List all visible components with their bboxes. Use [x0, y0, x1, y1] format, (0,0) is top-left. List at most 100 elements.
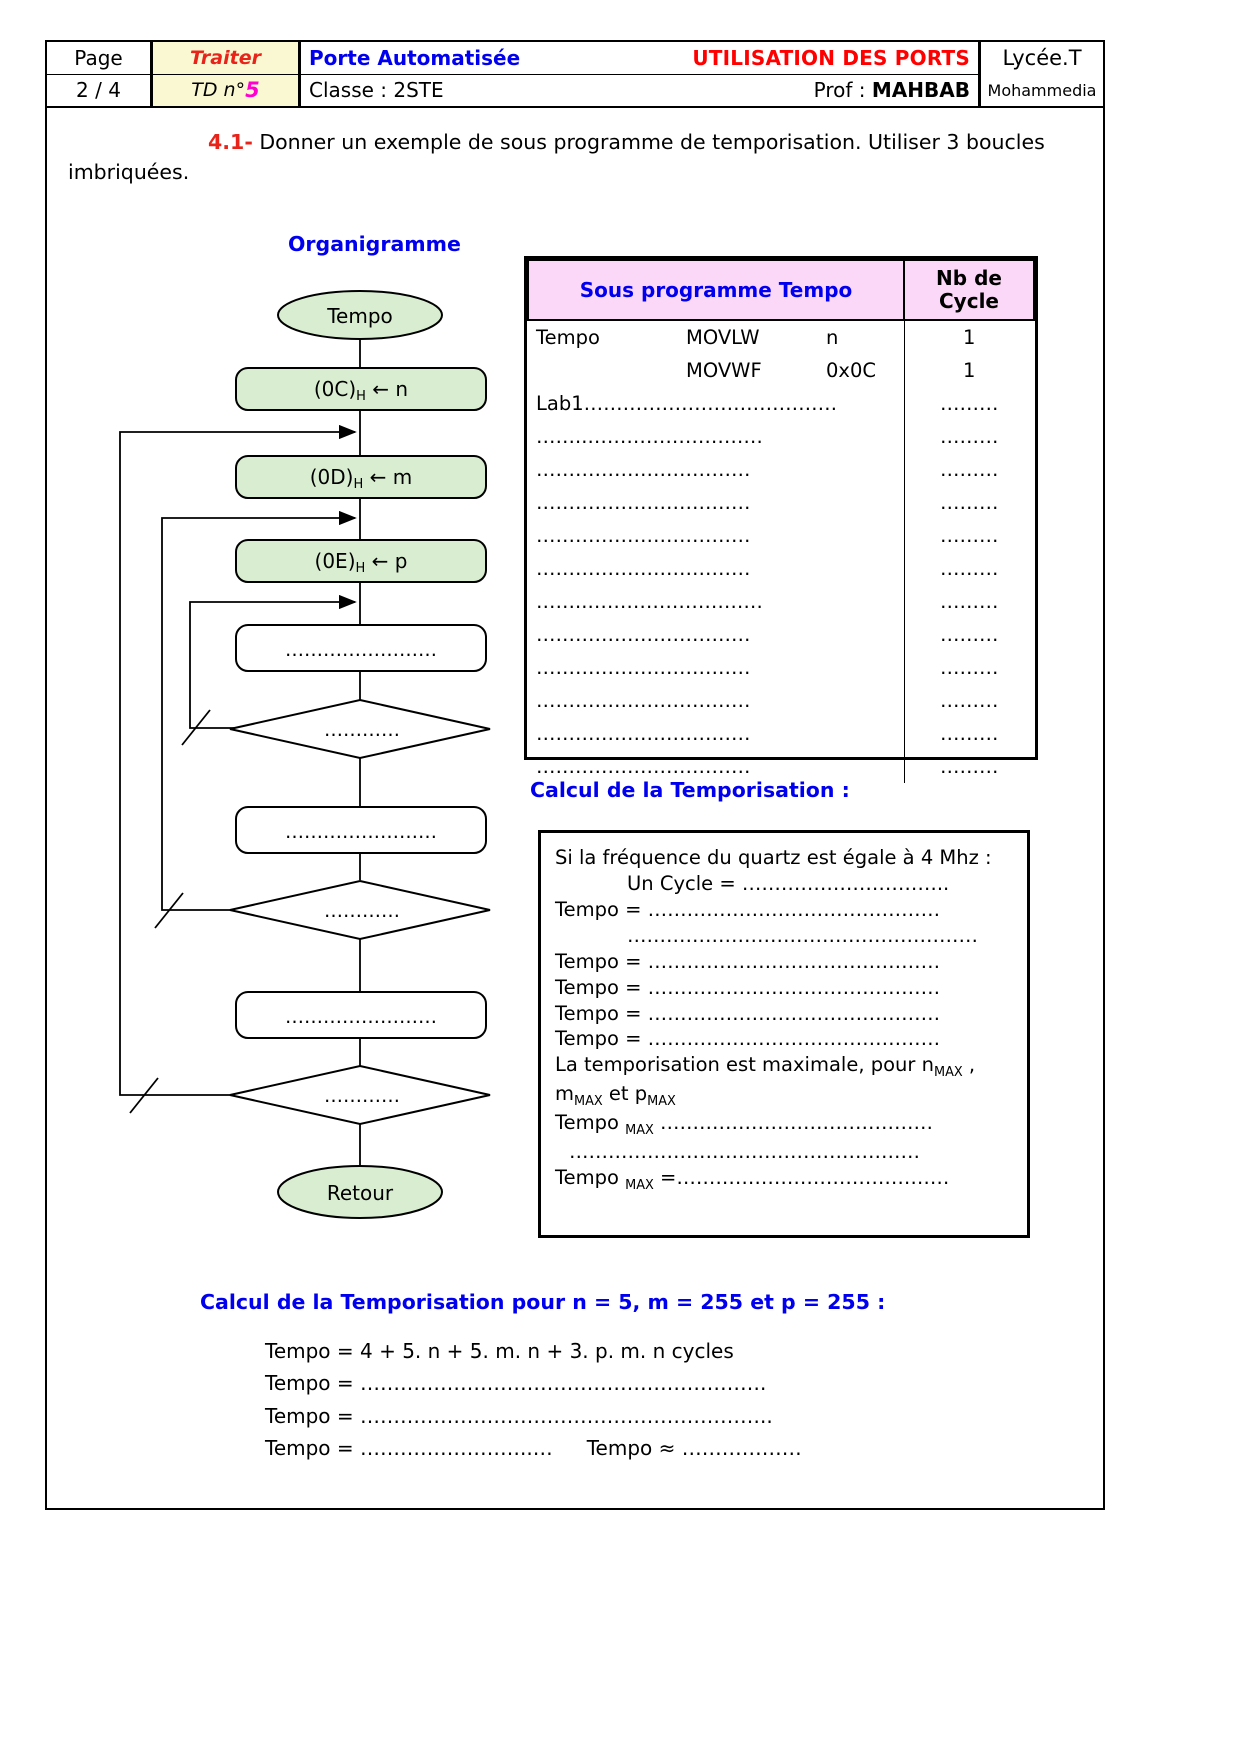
table-row: ……..……………………… ………	[528, 420, 1034, 453]
bottom-line-3: Tempo = ……………………………………………………..	[265, 1403, 773, 1428]
calc-line-max-b: mMAX et pMAX	[555, 1081, 1017, 1110]
td-number-label: TD n°5	[153, 75, 298, 107]
school-name: Lycée.T	[1002, 46, 1082, 70]
table-row: …………………………… ………	[528, 453, 1034, 486]
row-cycles: ………	[940, 392, 999, 415]
row-code: MOVWF 0x0C	[528, 354, 905, 387]
tempomax-2-pre: Tempo	[555, 1166, 626, 1190]
table-body: Tempo MOVLW n 1 MOVWF 0x0C 1 Lab1……………………………	[528, 320, 1034, 783]
row-dots: …………………………………	[583, 392, 838, 415]
row-cycles: ………	[940, 656, 999, 679]
row-dots: ……………………………	[536, 491, 751, 514]
svg-text:…………: …………	[324, 1085, 400, 1107]
calcul-temporisation-box: Si la fréquence du quartz est égale à 4 …	[538, 830, 1030, 1238]
question-line-1: 4.1- Donner un exemple de sous programme…	[68, 128, 1068, 158]
tempomax-1-sub: MAX	[625, 1123, 654, 1139]
row-dots: ……..………………………	[536, 425, 763, 448]
flow-box-blank-1: ……………………	[235, 624, 487, 672]
row-dots: ……………………………	[536, 524, 751, 547]
flow-decision-2: …………	[229, 879, 491, 941]
svg-text:……………………: ……………………	[285, 821, 437, 843]
header-row-bottom: Classe : 2STE Prof : MAHBAB	[301, 75, 978, 107]
flow-decision-1: …………	[229, 698, 491, 760]
th-nb-cycle-line1: Nb de	[936, 266, 1002, 290]
calc-line-tempo-4: Tempo = ………………………………………	[555, 1001, 941, 1025]
row-cycles: ………	[940, 425, 999, 448]
svg-text:……………………: ……………………	[285, 639, 437, 661]
row-cycles: ………	[940, 557, 999, 580]
calc-line-tempo-1b: ………………………………………………	[627, 923, 978, 947]
calc-line-tempo-2: Tempo = ………………………………………	[555, 949, 941, 973]
td-prefix: TD n°	[191, 79, 246, 102]
flow-decision-3: …………	[229, 1064, 491, 1126]
row-mnemonic: MOVWF	[686, 359, 762, 382]
table-row: …………………………… ………	[528, 651, 1034, 684]
calc-line-tempomax-dots: ………………………………………………	[569, 1140, 920, 1164]
flow-start-label: Tempo	[326, 304, 393, 328]
calc-line-max-a: La temporisation est maximale, pour nMAX…	[555, 1052, 1017, 1081]
row-code: Tempo MOVLW n	[528, 320, 905, 354]
table-row: Lab1………………………………… ………	[528, 387, 1034, 420]
table-row: MOVWF 0x0C 1	[528, 354, 1034, 387]
row-label: Tempo	[536, 326, 600, 349]
table-row: Tempo MOVLW n 1	[528, 320, 1034, 354]
subject-title: Porte Automatisée	[309, 45, 521, 70]
row-cycles: ………	[940, 755, 999, 778]
flow-box-blank-2: ……………………	[235, 806, 487, 854]
organigramme-flowchart: Tempo (0C)H ← n (0D)H ← m (0E)H ← p ……………	[100, 280, 520, 1240]
table-row: …………………………… ………	[528, 618, 1034, 651]
svg-text:…………: …………	[324, 900, 400, 922]
row-code: ……………………………	[528, 684, 905, 717]
flow-box-0e: (0E)H ← p	[235, 539, 487, 583]
row-dots: ……………………………	[536, 623, 751, 646]
row-operand: n	[826, 326, 839, 349]
school-city: Mohammedia	[987, 80, 1097, 100]
flow-box-0d: (0D)H ← m	[235, 455, 487, 499]
flow-box-0c: (0C)H ← n	[235, 367, 487, 411]
row-cycles: 1	[963, 359, 976, 382]
row-code: ……..………………………	[528, 585, 905, 618]
calc-max-a-text: La temporisation est maximale, pour n	[555, 1053, 934, 1077]
calc-line-tempo-3: Tempo = ………………………………………	[555, 975, 941, 999]
activity-label: Traiter	[153, 42, 298, 75]
calc-line-tempo-5: Tempo = ………………………………………	[555, 1027, 941, 1051]
row-dots: ……………………………	[536, 557, 751, 580]
flow-start-oval: Tempo	[277, 290, 443, 340]
row-operand: 0x0C	[826, 359, 876, 382]
row-mnemonic: MOVLW	[686, 326, 760, 349]
row-cycles: ………	[940, 623, 999, 646]
bottom-line-2: Tempo = …………………………………………………….	[265, 1371, 767, 1396]
bottom-line-4a: Tempo = ……………………..…	[265, 1436, 553, 1461]
header-page-column: Page 2 / 4	[47, 42, 153, 106]
bottom-line-1: Tempo = 4 + 5. n + 5. m. n + 3. p. m. n …	[265, 1339, 734, 1363]
row-cycles: ………	[940, 689, 999, 712]
row-dots: ……………………………	[536, 722, 751, 745]
flow-box-blank-3: ……………………	[235, 991, 487, 1039]
page-value: 2 / 4	[76, 78, 121, 103]
calc-max-b-mid: et p	[602, 1082, 648, 1106]
question-number: 4.1-	[208, 130, 253, 154]
flow-end-label: Retour	[327, 1181, 394, 1205]
row-dots: ……………………………	[536, 656, 751, 679]
professor-label: Prof : MAHBAB	[814, 78, 970, 102]
activity-text: Traiter	[190, 46, 261, 69]
row-code: ……………………………	[528, 519, 905, 552]
question-4-1: 4.1- Donner un exemple de sous programme…	[68, 128, 1068, 187]
svg-text:…………: …………	[324, 719, 400, 741]
row-cycles: 1	[963, 326, 976, 349]
calc-max-a-sub: MAX	[933, 1065, 963, 1081]
th-nb-cycle: Nb de Cycle	[903, 259, 1035, 321]
table-row: …………………………… ………	[528, 717, 1034, 750]
row-code: ……………………………	[528, 453, 905, 486]
row-cycles: ………	[940, 458, 999, 481]
header-activity-column: Traiter TD n°5	[153, 42, 301, 106]
calc-max-b-sub: MAX	[574, 1094, 603, 1110]
tempomax-1-pre: Tempo	[555, 1111, 626, 1135]
row-cycles: ………	[940, 524, 999, 547]
row-dots: ……………………………	[536, 458, 751, 481]
row-cycles: ………	[940, 491, 999, 514]
calc-max-a-tail: ,	[962, 1053, 976, 1077]
calcul-temporisation-n-heading: Calcul de la Temporisation pour n = 5, m…	[200, 1290, 886, 1314]
question-line-2: imbriquées.	[68, 159, 190, 184]
th-nb-cycle-line2: Cycle	[939, 289, 999, 313]
